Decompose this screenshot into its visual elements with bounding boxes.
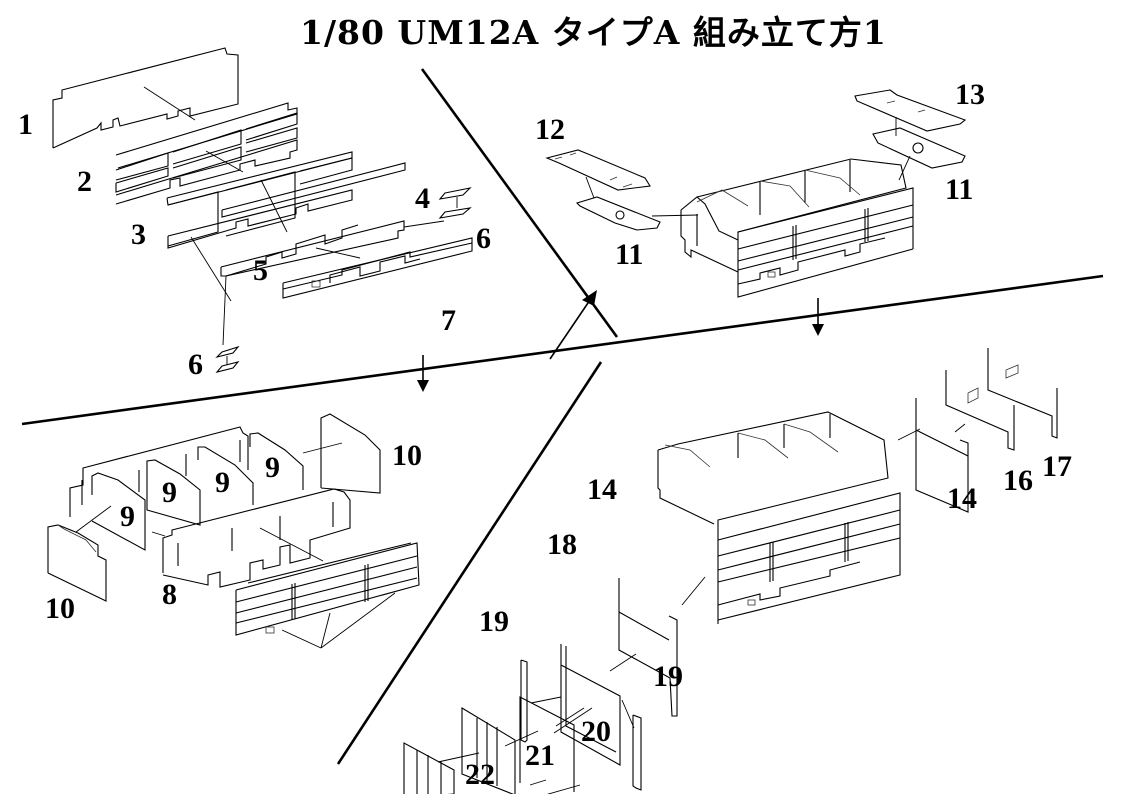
label-part-12: 12 (535, 113, 565, 146)
part-3-frame (166, 151, 353, 302)
arrow-up-right-icon (549, 290, 597, 360)
label-part-2: 2 (77, 165, 92, 198)
part-19-strip-left (520, 659, 528, 743)
label-part-22: 22 (465, 758, 495, 791)
part-7-solebar (282, 237, 473, 299)
divider-diagonal-upper (420, 68, 619, 338)
part-16-end-plate (945, 370, 1015, 451)
solebar-assembled (235, 542, 420, 649)
label-part-19: 19 (653, 660, 683, 693)
label-part-14: 14 (587, 473, 617, 506)
label-part-9: 9 (120, 500, 135, 533)
step3-partitions (47, 413, 420, 649)
part-9-partition (146, 459, 201, 526)
step1-frame-parts (52, 47, 473, 373)
label-part-6: 6 (188, 348, 203, 381)
page-title: 1/80 UM12A タイプA 組み立て方1 (300, 13, 887, 52)
step4-end-parts (403, 348, 1058, 794)
part-22-grille (403, 742, 480, 794)
label-part-9: 9 (215, 466, 230, 499)
label-part-8: 8 (162, 578, 177, 611)
label-part-9: 9 (265, 451, 280, 484)
flow-arrows (417, 290, 824, 392)
part-9-partition (91, 472, 146, 551)
wagon-body-assembled-bottom (657, 411, 901, 624)
label-part-18: 18 (547, 528, 577, 561)
arrow-down-icon (417, 355, 429, 392)
part-19-strip-right (632, 714, 642, 791)
part-11-plate-left (575, 196, 699, 231)
label-part-20: 20 (581, 715, 611, 748)
part-21-grille (461, 707, 539, 794)
part-9-partition (249, 432, 304, 490)
part-11-plate-right (872, 127, 966, 181)
part-17-end-plate (987, 348, 1058, 439)
label-part-9: 9 (162, 476, 177, 509)
label-part-7: 7 (441, 304, 456, 337)
part-18-frame (560, 644, 621, 766)
part-12-plate (545, 149, 651, 199)
label-part-14: 14 (947, 482, 977, 515)
wagon-body-assembled-top (680, 158, 914, 298)
label-part-5: 5 (253, 254, 268, 287)
part-4-strip (221, 162, 406, 218)
label-part-21: 21 (525, 739, 555, 772)
label-part-3: 3 (131, 218, 146, 251)
label-part-10: 10 (392, 439, 422, 472)
label-part-16: 16 (1003, 464, 1033, 497)
step2-body (545, 89, 967, 298)
label-part-10: 10 (45, 592, 75, 625)
part-14-end-plate-left (618, 578, 678, 717)
label-part-13: 13 (955, 78, 985, 111)
part-8-center-panel (162, 488, 351, 588)
part-6-plates (215, 187, 472, 373)
part-9-partition (197, 446, 254, 505)
part-14-end-plate-right (915, 398, 969, 513)
part-labels: 1 2 3 4 5 6 7 6 12 11 13 11 10 9 9 9 9 1… (18, 78, 1072, 791)
part-8-back-panel (69, 426, 249, 517)
label-part-19: 19 (479, 605, 509, 638)
arrow-down-icon (812, 298, 824, 336)
part-2-frame (115, 102, 298, 205)
part-20-panel (519, 696, 575, 792)
part-5-strip (220, 220, 405, 277)
label-part-1: 1 (18, 108, 33, 141)
part-13-plate (854, 89, 967, 136)
label-part-11: 11 (945, 173, 973, 206)
divider-diagonal-lower (336, 361, 603, 765)
label-part-17: 17 (1042, 450, 1072, 483)
label-part-11: 11 (615, 238, 643, 271)
part-10-end-panel-right (320, 413, 381, 494)
label-part-4: 4 (415, 182, 430, 215)
part-1-side-panel (52, 47, 239, 149)
label-part-6: 6 (476, 222, 491, 255)
divider-horizontal (21, 274, 1104, 426)
step-dividers (21, 68, 1104, 765)
part-10-end-panel-left (47, 524, 107, 602)
